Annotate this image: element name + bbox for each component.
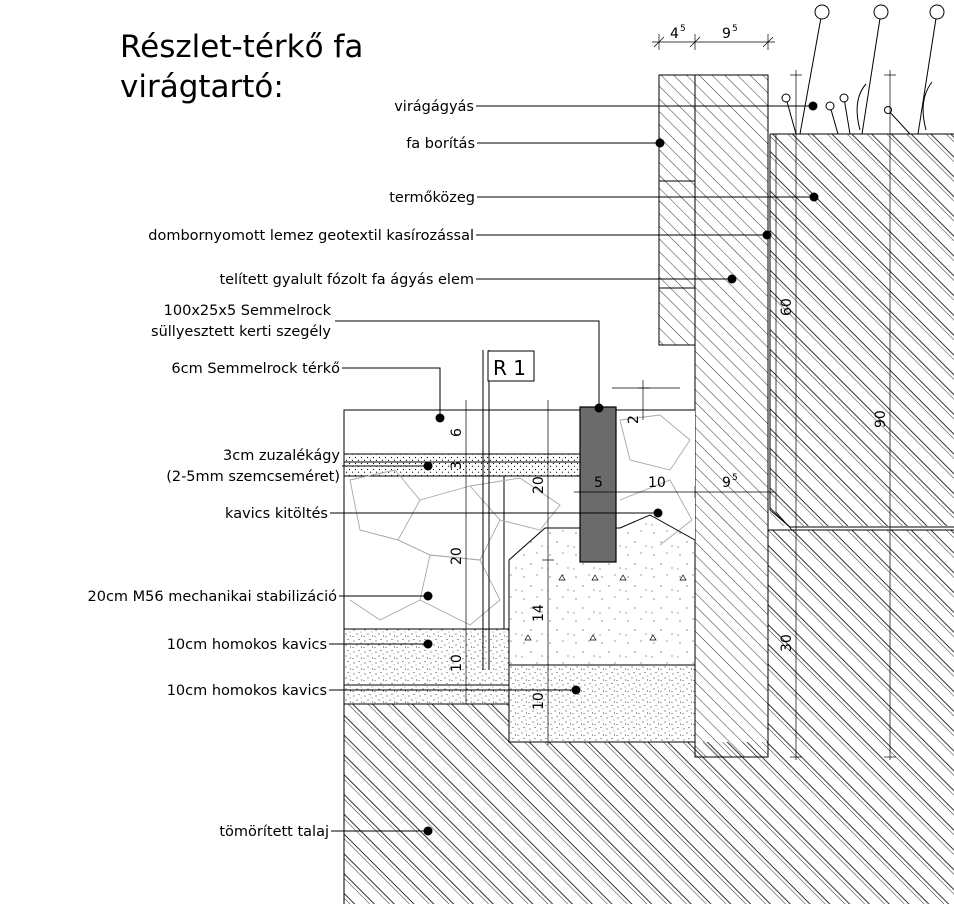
dim-4: 4 xyxy=(670,26,679,42)
aggregate-triangles xyxy=(524,574,687,641)
label-semmelrock-2: süllyesztett kerti szegély xyxy=(151,324,331,340)
stone-outlines xyxy=(349,414,693,626)
dimension-texts: 4 5 9 5 6 3 20 10 20 14 10 2 5 10 9 5 60… xyxy=(449,24,889,710)
label-dombornyomott: dombornyomott lemez geotextil kasírozáss… xyxy=(148,228,474,244)
dim-6: 6 xyxy=(449,428,465,437)
label-telitett: telített gyalult fózolt fa ágyás elem xyxy=(219,272,474,288)
title-line-1: Részlet-térkő fa xyxy=(120,29,363,65)
label-homokos-1: 10cm homokos kavics xyxy=(167,637,327,653)
dim-10b: 10 xyxy=(531,692,547,710)
dim-9b-sup: 5 xyxy=(732,473,738,483)
plant-symbols xyxy=(781,4,945,135)
label-kavics: kavics kitöltés xyxy=(225,506,328,522)
curb-stone xyxy=(579,406,617,563)
dim-14: 14 xyxy=(531,604,547,622)
compacted-soil-right xyxy=(768,530,954,742)
dim-60: 60 xyxy=(779,298,795,316)
dim-3: 3 xyxy=(449,461,465,470)
label-semmelrock-1: 100x25x5 Semmelrock xyxy=(164,303,332,319)
dim-9-sup: 5 xyxy=(732,24,738,34)
dim-9b: 9 xyxy=(722,475,731,491)
sandy-gravel-right xyxy=(508,664,696,743)
compacted-soil-left xyxy=(344,704,509,904)
label-zuzalek-1: 3cm zuzalékágy xyxy=(223,448,340,464)
label-termokozeg: termőközeg xyxy=(389,190,475,206)
dim-10a: 10 xyxy=(449,654,465,672)
label-viragagyas: virágágyás xyxy=(394,99,474,115)
dim-20b: 20 xyxy=(449,547,465,565)
label-m56: 20cm M56 mechanikai stabilizáció xyxy=(88,589,338,605)
dim-4-sup: 5 xyxy=(680,24,686,34)
title-line-2: virágtartó: xyxy=(120,69,284,105)
section-mark: R 1 xyxy=(493,356,526,380)
label-talaj: tömörített talaj xyxy=(219,824,329,840)
wood-bed-element xyxy=(694,74,769,758)
dim-20a: 20 xyxy=(531,476,547,494)
compacted-soil-bottom xyxy=(509,742,954,904)
leader-lines xyxy=(329,101,819,836)
dim-2: 2 xyxy=(626,415,642,424)
dim-30: 30 xyxy=(779,634,795,652)
dimension-lines xyxy=(460,34,896,760)
label-texts: virágágyás fa borítás termőközeg domborn… xyxy=(88,99,476,840)
label-fa-boritas: fa borítás xyxy=(406,136,475,152)
label-zuzalek-2: (2-5mm szemcseméret) xyxy=(166,469,340,485)
label-terko: 6cm Semmelrock térkő xyxy=(171,361,340,377)
dim-9: 9 xyxy=(722,26,731,42)
planting-medium xyxy=(770,134,954,526)
dim-10c: 10 xyxy=(648,475,666,491)
dim-90: 90 xyxy=(873,410,889,428)
label-homokos-2: 10cm homokos kavics xyxy=(167,683,327,699)
dim-5: 5 xyxy=(594,475,603,491)
wood-cladding xyxy=(658,74,696,346)
section-mark-box xyxy=(487,350,535,382)
